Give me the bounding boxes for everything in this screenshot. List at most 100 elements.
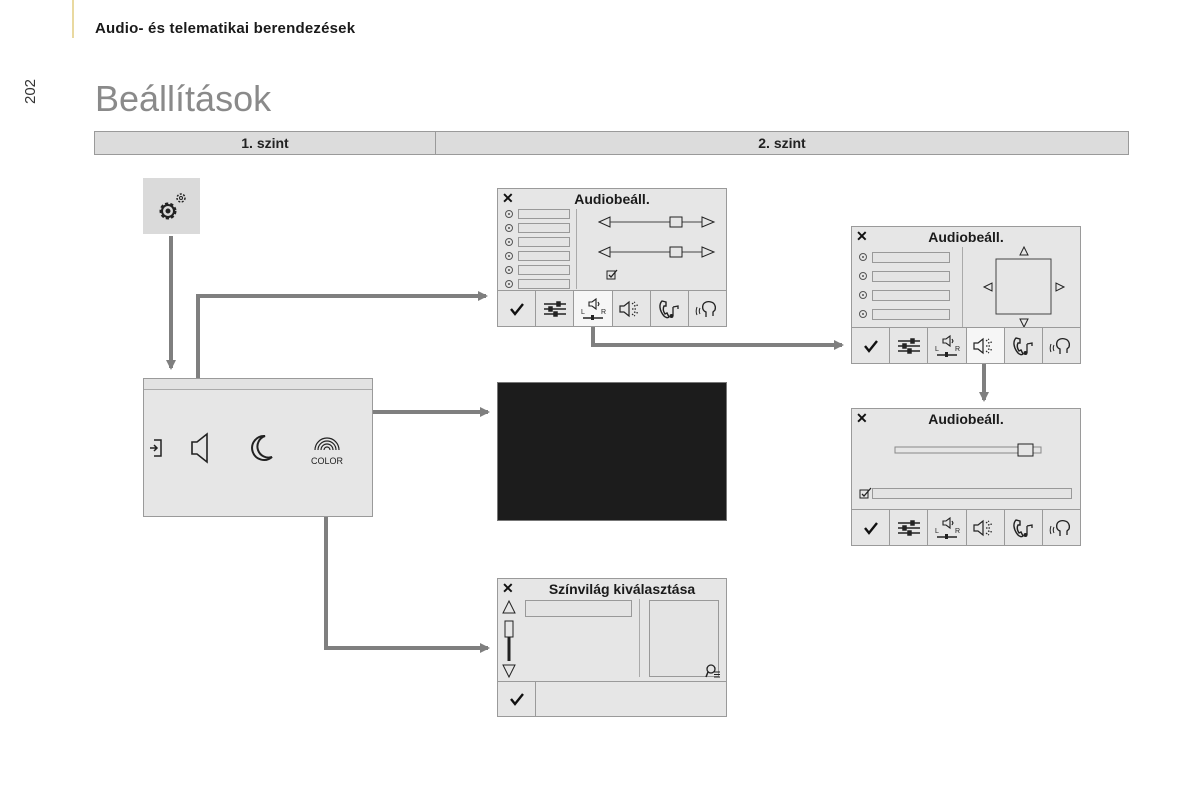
slider-1[interactable] — [598, 215, 716, 229]
main-menu-screen: COLOR — [143, 378, 373, 517]
radio-option[interactable] — [505, 210, 513, 218]
checkmark-icon — [509, 302, 524, 316]
voice-button[interactable] — [1043, 510, 1080, 545]
svg-text:L: L — [935, 528, 939, 535]
checkmark-icon — [863, 339, 878, 353]
ringtone-button[interactable] — [1005, 328, 1043, 363]
option-field — [518, 251, 570, 261]
checkbox-icon[interactable] — [859, 487, 873, 499]
ringtone-button[interactable] — [651, 291, 689, 326]
svg-text:R: R — [601, 309, 606, 316]
voice-icon — [696, 300, 717, 317]
night-mode-button[interactable] — [248, 433, 276, 468]
confirm-button[interactable] — [498, 291, 537, 326]
ringtone-icon — [659, 299, 679, 318]
option-field — [872, 252, 950, 263]
radio-option[interactable] — [505, 266, 513, 274]
exit-icon — [150, 439, 162, 457]
option-field — [872, 309, 950, 320]
radio-option[interactable] — [505, 280, 513, 288]
ringtone-icon — [1013, 336, 1033, 355]
arrow-balance-to-audio2 — [591, 322, 844, 350]
equalizer-button[interactable] — [890, 510, 929, 545]
ringtone-icon — [1013, 518, 1033, 537]
page-title: Beállítások — [95, 78, 272, 119]
moon-icon — [251, 434, 273, 461]
list-scrollbar[interactable] — [501, 599, 517, 681]
menu-top-bar — [144, 379, 372, 390]
level-2-label: 2. szint — [758, 135, 806, 151]
option-field — [518, 265, 570, 275]
popup-title: Audiobeáll. — [928, 229, 1004, 245]
settings-button[interactable] — [143, 178, 200, 234]
sound-effect-button[interactable] — [967, 510, 1005, 545]
search-list-icon[interactable] — [705, 663, 721, 679]
radio-option[interactable] — [859, 253, 867, 261]
sound-effect-button[interactable] — [613, 291, 651, 326]
equalizer-icon — [543, 300, 566, 317]
confirm-button[interactable] — [852, 328, 891, 363]
ringtone-button[interactable] — [1005, 510, 1043, 545]
slider-2[interactable] — [598, 245, 716, 259]
close-button[interactable]: ✕ — [856, 410, 868, 426]
divider — [639, 599, 640, 677]
balance-fader-pad[interactable] — [982, 245, 1066, 329]
checkmark-icon — [863, 521, 878, 535]
radio-option[interactable] — [505, 252, 513, 260]
close-button[interactable]: ✕ — [502, 580, 514, 596]
exit-button[interactable] — [147, 437, 165, 464]
audio-settings-button[interactable] — [188, 431, 212, 470]
theme-list-item[interactable] — [525, 600, 632, 617]
svg-text:R: R — [955, 346, 960, 353]
sound-effect-button[interactable] — [966, 328, 1005, 363]
checkbox-icon[interactable] — [606, 269, 618, 280]
option-field — [872, 271, 950, 282]
theme-preview — [649, 600, 719, 677]
color-theme-popup: ✕ Színvilág kiválasztása — [497, 578, 727, 717]
color-theme-button[interactable]: COLOR — [307, 435, 347, 466]
radio-option[interactable] — [505, 238, 513, 246]
svg-text:R: R — [955, 528, 960, 535]
close-button[interactable]: ✕ — [502, 190, 514, 206]
divider — [576, 209, 577, 289]
popup-title: Színvilág kiválasztása — [548, 581, 696, 597]
equalizer-icon — [897, 519, 920, 536]
radio-option[interactable] — [505, 224, 513, 232]
svg-text:L: L — [935, 346, 939, 353]
sound-effect-icon — [973, 337, 993, 354]
voice-icon — [1050, 337, 1071, 354]
arrow-color-to-theme — [324, 470, 490, 653]
radio-option[interactable] — [859, 291, 867, 299]
option-field — [518, 237, 570, 247]
voice-button[interactable] — [689, 291, 726, 326]
confirm-button[interactable] — [498, 682, 536, 716]
option-field — [518, 209, 570, 219]
radio-option[interactable] — [859, 310, 867, 318]
level-slider[interactable] — [894, 443, 1044, 457]
gear-icon — [159, 193, 186, 220]
radio-option[interactable] — [859, 272, 867, 280]
header-accent-line — [72, 0, 74, 38]
toolbar-empty-area — [536, 682, 726, 716]
voice-icon — [1050, 519, 1071, 536]
equalizer-button[interactable] — [890, 328, 929, 363]
close-button[interactable]: ✕ — [856, 228, 868, 244]
voice-button[interactable] — [1043, 328, 1080, 363]
svg-text:L: L — [581, 309, 585, 316]
equalizer-button[interactable] — [536, 291, 575, 326]
option-field — [518, 223, 570, 233]
confirm-button[interactable] — [852, 510, 891, 545]
color-toolbar — [498, 681, 726, 716]
speaker-icon — [191, 432, 208, 464]
option-field — [872, 488, 1072, 499]
